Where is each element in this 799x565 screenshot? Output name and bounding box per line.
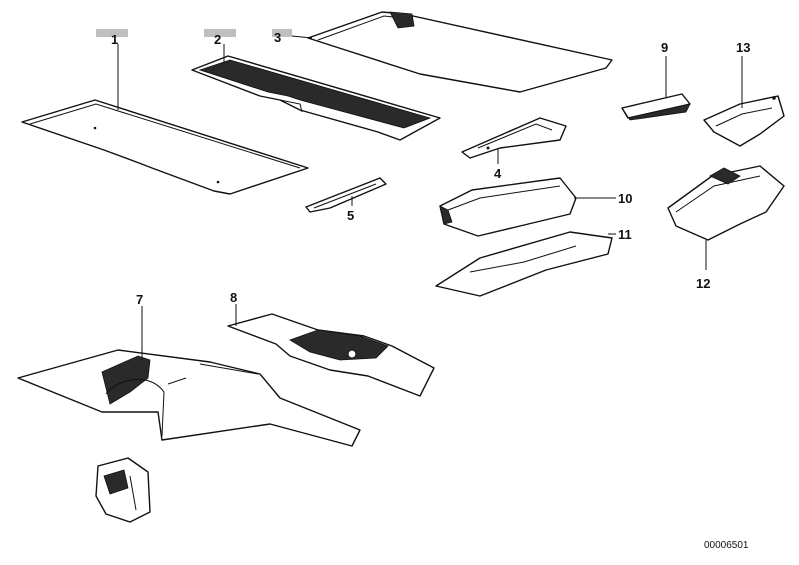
part-3-panel xyxy=(307,11,613,93)
part-11-tunnel-mat xyxy=(435,231,613,297)
part-8-rear-carpet xyxy=(227,313,435,397)
callout-10: 10 xyxy=(618,191,632,206)
callout-3: 3 xyxy=(274,30,281,45)
label-marker-2 xyxy=(204,29,236,37)
part-10-tunnel-insulation xyxy=(439,177,577,237)
part-5-bracket xyxy=(305,177,387,213)
callout-4: 4 xyxy=(494,166,502,181)
callout-5: 5 xyxy=(347,208,354,223)
part-2-trim-strip xyxy=(191,55,441,141)
part-clip-detail xyxy=(95,457,151,523)
leader-lines xyxy=(117,35,743,360)
part-1-floor-mat xyxy=(21,99,309,195)
callout-8: 8 xyxy=(230,290,237,305)
callout-13: 13 xyxy=(736,40,750,55)
callout-2: 2 xyxy=(214,32,221,47)
part-9-block xyxy=(621,93,691,121)
part-12-tunnel-cover xyxy=(667,165,785,241)
callout-1: 1 xyxy=(111,32,118,47)
callout-12: 12 xyxy=(696,276,710,291)
part-7-front-carpet xyxy=(17,349,361,447)
part-4-bracket xyxy=(461,117,567,159)
leader-3 xyxy=(291,35,313,39)
label-marker-3 xyxy=(272,29,292,37)
callout-11: 11 xyxy=(618,227,632,242)
part-13-cover xyxy=(703,95,785,147)
reference-code: 00006501 xyxy=(704,540,749,551)
callout-9: 9 xyxy=(661,40,668,55)
label-marker-1 xyxy=(96,29,128,37)
callout-7: 7 xyxy=(136,292,143,307)
